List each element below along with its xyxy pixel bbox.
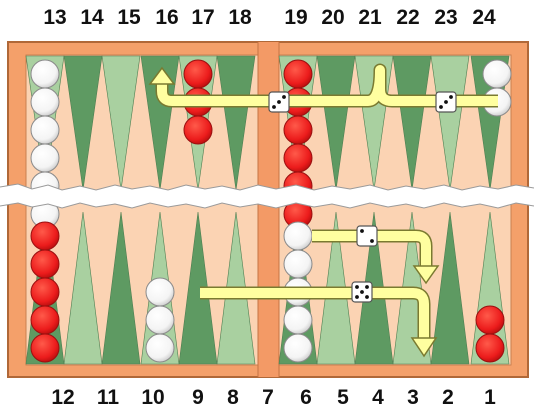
white-checker[interactable]: [31, 88, 59, 116]
point-number: 1: [468, 380, 512, 416]
red-checker[interactable]: [284, 60, 312, 88]
white-checker[interactable]: [31, 60, 59, 88]
red-checker[interactable]: [184, 60, 212, 88]
point-number: 12: [41, 380, 85, 416]
red-checker[interactable]: [31, 250, 59, 278]
red-checker[interactable]: [284, 116, 312, 144]
red-checker[interactable]: [476, 306, 504, 334]
die-top-left-icon: [269, 92, 289, 112]
white-checker[interactable]: [483, 60, 511, 88]
red-checker[interactable]: [184, 116, 212, 144]
white-checker[interactable]: [146, 306, 174, 334]
white-checker[interactable]: [31, 116, 59, 144]
white-checker[interactable]: [146, 334, 174, 362]
white-checker[interactable]: [284, 306, 312, 334]
die-top-right-icon: [436, 92, 456, 112]
white-checker[interactable]: [284, 250, 312, 278]
die-bottom-upper-icon: [357, 226, 377, 246]
point-number: 11: [86, 380, 130, 416]
white-checker[interactable]: [284, 334, 312, 362]
bottom-point-numbers: 12 11 10 9 8 7 6 5 4 3 2 1: [0, 380, 534, 416]
red-checker[interactable]: [31, 306, 59, 334]
white-checker[interactable]: [284, 222, 312, 250]
die-bottom-lower-icon: [352, 282, 372, 302]
point-number: 10: [131, 380, 175, 416]
white-checker[interactable]: [31, 144, 59, 172]
red-checker[interactable]: [31, 222, 59, 250]
red-checker[interactable]: [31, 334, 59, 362]
red-checker[interactable]: [31, 278, 59, 306]
white-checker[interactable]: [146, 278, 174, 306]
red-checker[interactable]: [284, 144, 312, 172]
red-checker[interactable]: [476, 334, 504, 362]
point-number: 2: [426, 380, 470, 416]
